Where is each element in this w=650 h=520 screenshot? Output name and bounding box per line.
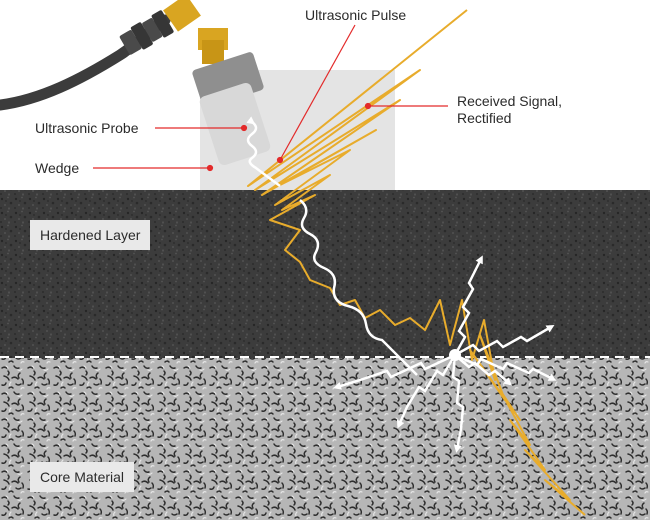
leader-dot-pulse (276, 156, 284, 164)
scatter-origin (449, 349, 461, 361)
label-ultrasonic-pulse: Ultrasonic Pulse (305, 7, 407, 23)
label-wedge: Wedge (35, 160, 80, 176)
pulse-path-return (299, 199, 418, 376)
pulse-path-down (246, 116, 281, 187)
label-core-material: Core Material (30, 462, 135, 492)
hardened-layer-region (0, 190, 650, 358)
label-ultrasonic-probe: Ultrasonic Probe (35, 120, 139, 136)
label-hardened-layer: Hardened Layer (30, 220, 151, 250)
core-material-region (0, 358, 650, 520)
leader-lines (93, 24, 448, 172)
label-received-signal-line2: Rectified (457, 110, 512, 126)
leader-dot-probe (240, 124, 248, 132)
connector-icon (119, 10, 174, 55)
leader-dot-wedge (206, 164, 214, 172)
scatter-arrows (333, 255, 557, 453)
label-received-signal-line1: Received Signal, (457, 93, 563, 109)
leader-dot-signal (364, 102, 372, 110)
received-signal-trace (247, 9, 586, 516)
ultrasonic-probe-icon (199, 82, 271, 166)
